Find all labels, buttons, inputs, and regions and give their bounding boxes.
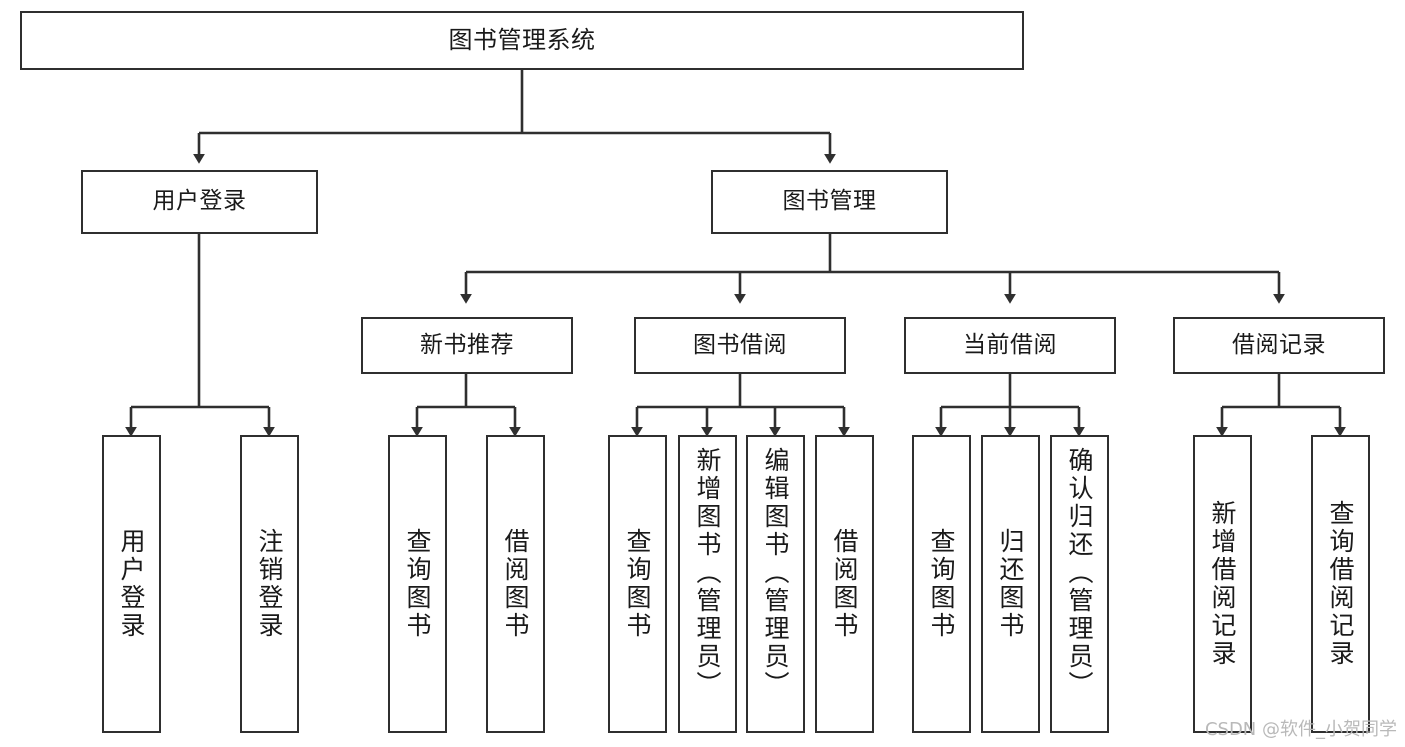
leaf-query-borrow-record[interactable]: 查询借阅记录 <box>1311 435 1370 733</box>
leaf-add-borrow-record[interactable]: 新增借阅记录 <box>1193 435 1252 733</box>
leaf-query-books-borrow[interactable]: 查询图书 <box>608 435 667 733</box>
node-label: 确认归还（管理员） <box>1065 447 1094 699</box>
leaf-logout[interactable]: 注销登录 <box>240 435 299 733</box>
leaf-borrow-books-recommend[interactable]: 借阅图书 <box>486 435 545 733</box>
node-label: 用户登录 <box>117 528 146 640</box>
leaf-edit-book-admin[interactable]: 编辑图书（管理员） <box>746 435 805 733</box>
node-label: 图书借阅 <box>693 331 787 358</box>
node-new-book-recommendation[interactable]: 新书推荐 <box>361 317 573 374</box>
node-root-book-management-system[interactable]: 图书管理系统 <box>20 11 1024 70</box>
node-book-borrow[interactable]: 图书借阅 <box>634 317 846 374</box>
node-label: 新增借阅记录 <box>1208 500 1237 668</box>
leaf-query-books-current[interactable]: 查询图书 <box>912 435 971 733</box>
leaf-confirm-return-admin[interactable]: 确认归还（管理员） <box>1050 435 1109 733</box>
node-label: 借阅记录 <box>1232 331 1326 358</box>
node-label: 图书管理 <box>782 188 877 215</box>
node-current-borrow[interactable]: 当前借阅 <box>904 317 1116 374</box>
leaf-user-login[interactable]: 用户登录 <box>102 435 161 733</box>
node-label: 归还图书 <box>996 528 1025 640</box>
csdn-watermark: CSDN @软件_小贺同学 <box>1204 719 1397 740</box>
leaf-return-books[interactable]: 归还图书 <box>981 435 1040 733</box>
leaf-borrow-books[interactable]: 借阅图书 <box>815 435 874 733</box>
node-user-login[interactable]: 用户登录 <box>81 170 318 234</box>
node-label: 查询图书 <box>403 528 432 640</box>
node-label: 当前借阅 <box>963 331 1057 358</box>
node-label: 用户登录 <box>152 188 247 215</box>
node-label: 借阅图书 <box>501 528 530 640</box>
node-label: 新增图书（管理员） <box>693 447 722 699</box>
node-label: 查询图书 <box>927 528 956 640</box>
leaf-query-books-recommend[interactable]: 查询图书 <box>388 435 447 733</box>
node-book-management[interactable]: 图书管理 <box>711 170 948 234</box>
node-label: 图书管理系统 <box>448 26 596 55</box>
node-borrow-records[interactable]: 借阅记录 <box>1173 317 1385 374</box>
node-label: 注销登录 <box>255 528 284 640</box>
node-label: 新书推荐 <box>420 331 514 358</box>
node-label: 查询借阅记录 <box>1326 500 1355 668</box>
node-label: 编辑图书（管理员） <box>761 447 790 699</box>
node-label: 查询图书 <box>623 528 652 640</box>
node-label: 借阅图书 <box>830 528 859 640</box>
leaf-add-book-admin[interactable]: 新增图书（管理员） <box>678 435 737 733</box>
